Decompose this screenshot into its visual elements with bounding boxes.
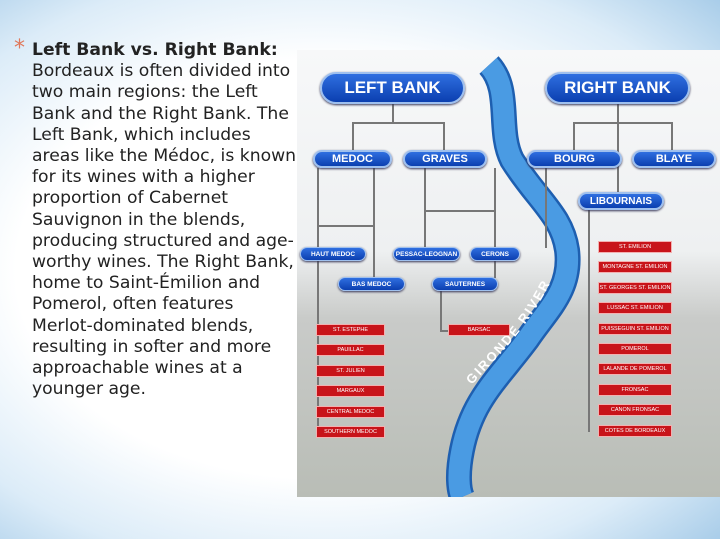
medoc-box: MEDOC	[313, 150, 392, 168]
bullet-body: Bordeaux is often divided into two main …	[32, 61, 297, 400]
medoc-commune-box: ST. JULIEN	[316, 364, 385, 377]
bullet-title: Left Bank vs. Right Bank	[32, 40, 271, 60]
haut-medoc-box: HAUT MEDOC	[300, 247, 366, 261]
libournais-area-box: POMEROL	[598, 343, 672, 355]
barsac-box: BARSAC	[448, 324, 510, 336]
libournais-area-box: LUSSAC ST. EMILION	[598, 302, 672, 315]
graves-box: GRAVES	[403, 150, 487, 168]
libournais-area-box: LALANDE DE POMEROL	[598, 363, 672, 376]
gironde-river: GIRONDE RIVER	[446, 56, 581, 497]
bourg-box: BOURG	[527, 150, 622, 168]
pessac-leognan-box: PESSAC-LEOGNAN	[393, 247, 460, 261]
medoc-commune-box: PAUILLAC	[316, 344, 385, 357]
blaye-box: BLAYE	[632, 150, 716, 168]
libournais-area-box: ST. GEORGES ST. EMILION	[598, 281, 672, 294]
libournais-area-box: CANON FRONSAC	[598, 404, 672, 417]
cerons-box: CERONS	[470, 247, 520, 261]
bas-medoc-box: BAS MEDOC	[338, 277, 405, 291]
libournais-area-box: COTES DE BORDEAUX	[598, 424, 672, 437]
medoc-commune-box: SOUTHERN MEDOC	[316, 426, 385, 438]
right-bank-box: RIGHT BANK	[545, 72, 690, 104]
libournais-area-box: PUISSEGUIN ST. EMILION	[598, 322, 672, 335]
libournais-area-box: MONTAGNE ST. EMILION	[598, 261, 672, 274]
medoc-commune-box: MARGAUX	[316, 385, 385, 398]
medoc-commune-box: CENTRAL MEDOC	[316, 405, 385, 418]
medoc-commune-box: ST. ESTEPHE	[316, 324, 385, 336]
left-bank-box: LEFT BANK	[320, 72, 465, 104]
libournais-area-box: FRONSAC	[598, 383, 672, 396]
slide-text: * Left Bank vs. Right Bank: Bordeaux is …	[14, 36, 297, 400]
sauternes-box: SAUTERNES	[432, 277, 498, 291]
libournais-area-box: ST. EMILION	[598, 241, 672, 253]
bullet-icon: *	[14, 36, 25, 61]
bordeaux-diagram: GIRONDE RIVER LEFT BANK RIGHT BANK MEDOC…	[297, 50, 720, 497]
libournais-box: LIBOURNAIS	[578, 192, 664, 210]
